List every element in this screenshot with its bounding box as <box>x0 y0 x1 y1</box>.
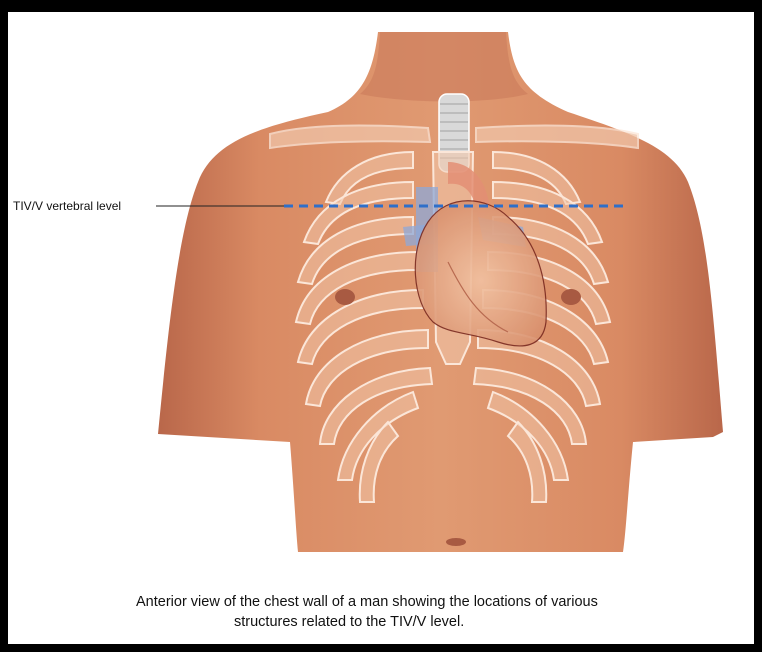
level-label: TIV/V vertebral level <box>13 199 121 213</box>
navel <box>446 538 466 546</box>
figure-caption: Anterior view of the chest wall of a man… <box>8 592 754 632</box>
chest-wall-illustration <box>8 12 754 644</box>
caption-line-1: Anterior view of the chest wall of a man… <box>8 592 754 612</box>
right-nipple <box>561 289 581 305</box>
caption-line-2: structures related to the TIV/V level. <box>8 612 754 632</box>
figure-canvas: TIV/V vertebral level Anterior view of t… <box>8 12 754 644</box>
neck-shadow <box>360 32 528 102</box>
trachea-rings <box>440 104 468 158</box>
left-nipple <box>335 289 355 305</box>
